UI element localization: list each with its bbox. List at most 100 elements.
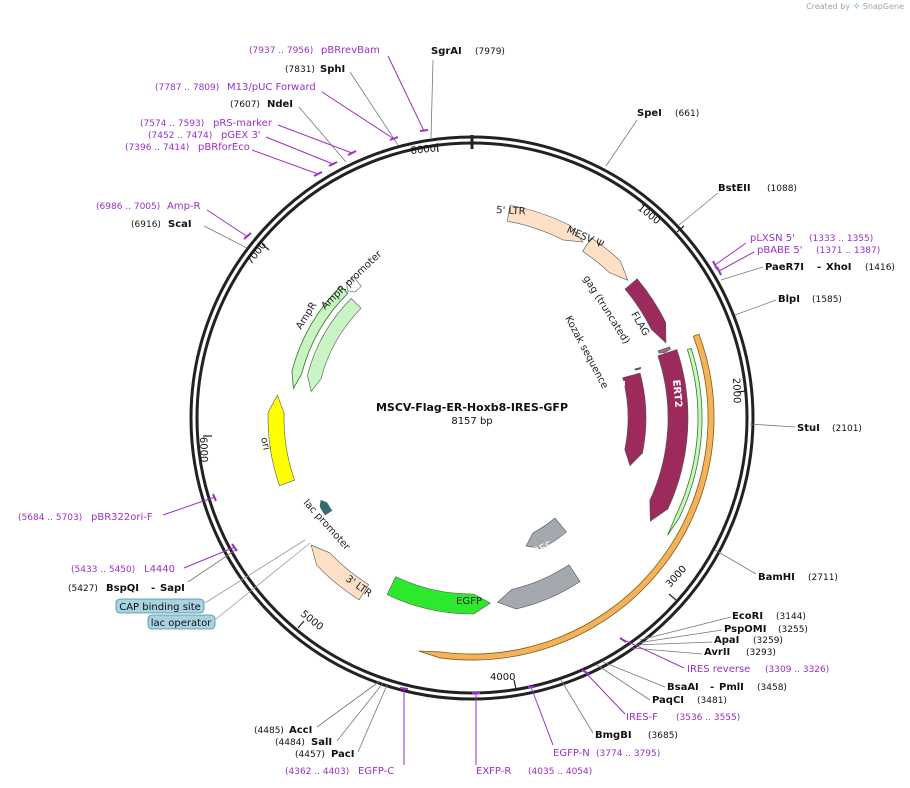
primer-m13-pos: (7787 .. 7809)	[155, 83, 219, 93]
site-ndei-pos: (7607)	[230, 100, 260, 110]
primer-plxsn-pos: (1333 .. 1355)	[809, 234, 873, 244]
site-acci: AccI	[289, 725, 312, 736]
site-sphi: SphI	[320, 64, 345, 75]
site-pmli-pos: (3458)	[757, 683, 787, 693]
primer-exfp-r-pos: (4035 .. 4054)	[528, 767, 592, 777]
primer-pbr322ori: pBR322ori-F	[91, 512, 153, 523]
plasmid-size: 8157 bp	[451, 416, 492, 427]
site-bamhi-pos: (2711)	[808, 573, 838, 583]
feature-arrow-12[interactable]	[267, 394, 295, 486]
brand-name: SnapGene	[862, 2, 904, 11]
primer-m13: M13/pUC Forward	[227, 82, 316, 93]
site-ecori-pos: (3144)	[776, 612, 806, 622]
primer-l4440-pos: (5433 .. 5450)	[71, 565, 135, 575]
site-spei: SpeI	[637, 108, 662, 119]
feature-label-ori: ori	[258, 436, 271, 451]
primer-prs: pRS-marker	[213, 118, 273, 129]
callout-cap-binding-site[interactable]	[115, 598, 205, 614]
site-pspomi: PspOMI	[724, 624, 766, 635]
primer-egfp-n-pos: (3774 .. 3795)	[596, 749, 660, 759]
primer-ampr-pos: (6986 .. 7005)	[96, 202, 160, 212]
tick-3000	[668, 593, 677, 601]
feature-arrow-9[interactable]	[386, 576, 491, 615]
outer-feature-arrow-2[interactable]	[291, 285, 349, 390]
outer-feature-arrow-0[interactable]	[418, 333, 715, 661]
site-spei-pos: (661)	[675, 109, 699, 119]
feature-label-ert2: ERT2	[670, 379, 683, 408]
site-paqci: PaqCI	[652, 695, 684, 706]
site-sapi: SapI	[160, 583, 185, 594]
primer-ires-reverse-pos: (3309 .. 3326)	[765, 665, 829, 675]
site-bsaai-sep: -	[710, 682, 714, 693]
primer-pgex-pos: (7452 .. 7474)	[148, 131, 212, 141]
primer-pbrforeco: pBRforEco	[198, 142, 250, 153]
site-apai-pos: (3259)	[753, 636, 783, 646]
site-sali-pos: (4484)	[275, 738, 305, 748]
site-stui: StuI	[797, 423, 820, 434]
site-paci: PacI	[331, 749, 354, 760]
feature-arrow-11[interactable]	[319, 499, 333, 516]
tick-label-4000: 4000	[490, 672, 515, 683]
feature-label-kozak: Kozak sequence	[562, 314, 610, 390]
feature-arrow-8[interactable]	[496, 564, 581, 610]
tick-7000	[261, 243, 270, 251]
primer-egfp-n: EGFP-N	[553, 748, 590, 759]
tick-label-2000: 2000	[730, 378, 742, 404]
site-scai: ScaI	[168, 219, 192, 230]
snapgene-logo-icon: ✧	[852, 2, 861, 12]
site-avrii-pos: (3293)	[746, 648, 776, 658]
tick-8000	[436, 142, 439, 153]
brand-prefix: Created by	[806, 2, 851, 11]
site-ecori: EcoRI	[732, 611, 763, 622]
feature-arrow-1[interactable]	[582, 237, 629, 281]
site-paci-pos: (4457)	[295, 750, 325, 760]
tick-5000	[297, 620, 305, 629]
callout-cap-binding-site-label: CAP binding site	[119, 602, 201, 613]
primer-pbrrevbam: pBRrevBam	[321, 45, 380, 56]
callout-lac-operator[interactable]	[147, 614, 216, 630]
primer-pbrforeco-pos: (7396 .. 7414)	[125, 143, 189, 153]
site-stui-pos: (2101)	[832, 424, 862, 434]
feature-arrow-13[interactable]	[307, 298, 362, 393]
site-sgrai-pos: (7979)	[475, 47, 505, 57]
site-avrii: AvrII	[704, 647, 730, 658]
feature-arrow-7[interactable]	[525, 517, 567, 549]
feature-arrow-4[interactable]	[649, 349, 689, 522]
site-paqci-pos: (3481)	[697, 696, 727, 706]
primer-egfp-c-pos: (4362 .. 4403)	[285, 767, 349, 777]
site-sphi-pos: (7831)	[285, 65, 315, 75]
feature-arrow-0[interactable]	[506, 205, 584, 243]
primer-pgex: pGEX 3'	[221, 130, 261, 141]
feature-arrow-6[interactable]	[622, 372, 647, 467]
primer-ampr: Amp-R	[167, 201, 201, 212]
primer-pbabe-pos: (1371 .. 1387)	[816, 246, 880, 256]
site-bmgbi: BmgBI	[595, 730, 632, 741]
primer-ires-f: IRES-F	[626, 712, 658, 723]
site-paer7i-sep: -	[817, 262, 821, 273]
site-blpi-pos: (1585)	[812, 295, 842, 305]
site-scai-pos: (6916)	[131, 220, 161, 230]
tick-label-8000: 8000	[410, 143, 436, 157]
feature-arrow-5[interactable]	[634, 366, 642, 371]
outer-feature-arrow-1[interactable]	[667, 347, 703, 536]
feature-arrow-2[interactable]	[624, 278, 667, 344]
feature-arrow-10[interactable]	[310, 544, 370, 601]
feature-arrow-3[interactable]	[657, 346, 671, 354]
site-bamhi: BamHI	[758, 572, 795, 583]
feature-label-er-lbd: ER-LBD	[615, 380, 626, 421]
site-blpi: BlpI	[778, 294, 800, 305]
feature-arrow-14[interactable]	[346, 276, 362, 293]
site-paer7i: PaeR7I	[765, 262, 804, 273]
feature-group	[267, 205, 689, 615]
primer-labels: (7937 .. 7956) pBRrevBam (7787 .. 7809) …	[18, 45, 880, 777]
tick-label-3000: 3000	[664, 564, 689, 590]
site-bspqi-pos: (5427)	[68, 584, 98, 594]
primer-plxsn: pLXSN 5'	[750, 233, 795, 244]
primer-pbr322ori-pos: (5684 .. 5703)	[18, 513, 82, 523]
primer-ires-f-pos: (3536 .. 3555)	[676, 713, 740, 723]
site-bsteii: BstEII	[718, 183, 751, 194]
tick-4000	[513, 679, 517, 690]
callouts: CAP binding site lac operator	[115, 539, 311, 630]
primer-exfp-r: EXFP-R	[476, 766, 511, 777]
